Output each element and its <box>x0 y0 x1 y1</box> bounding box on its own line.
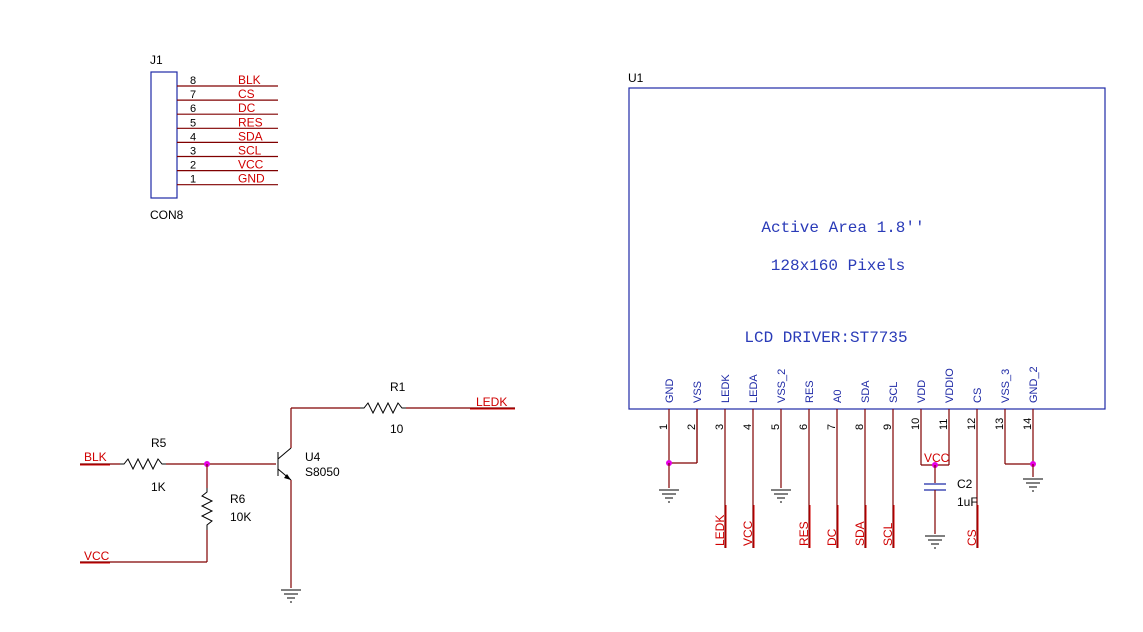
u1-pin-number: 8 <box>854 424 866 430</box>
j1-pin-net: SCL <box>238 144 262 158</box>
j1-pin-number: 2 <box>190 160 196 172</box>
u1-net-label: SDA <box>853 521 867 546</box>
u1-pins: GND1VSS2LEDK3LEDA4VSS_25RES6A07SDA8SCL9V… <box>658 366 1040 548</box>
r5-resistor <box>120 457 166 471</box>
j1-pin-number: 5 <box>190 117 196 129</box>
u1-pin-number: 12 <box>966 418 978 430</box>
u1-driver: LCD DRIVER:ST7735 <box>744 329 907 347</box>
u1-pin-name: LEDA <box>748 374 760 403</box>
u1-pixels: 128x160 Pixels <box>771 257 905 275</box>
u1-pin-number: 1 <box>658 424 670 430</box>
u1-body <box>628 87 1106 410</box>
r6-value: 10K <box>230 510 251 524</box>
r5-ref: R5 <box>151 436 167 450</box>
j1-pin-number: 6 <box>190 103 196 115</box>
u1-pin-name: VDD <box>916 380 928 403</box>
j1-ref: J1 <box>150 53 163 67</box>
r1-resistor <box>360 401 406 415</box>
j1-pin-net: SDA <box>238 129 263 143</box>
u1-pin-name: VSS <box>692 381 704 403</box>
j1-pin-number: 7 <box>190 89 196 101</box>
u4-value: S8050 <box>305 465 340 479</box>
j1-value: CON8 <box>150 208 184 222</box>
u1-active-area: Active Area 1.8'' <box>761 219 924 237</box>
u1-net-label: LEDK <box>713 515 727 546</box>
vcc-net-label: VCC <box>84 549 110 563</box>
ground-symbol <box>771 489 791 503</box>
u1-pin-number: 2 <box>686 424 698 430</box>
backlight-circuit: BLK R5 1K R6 10K VCC U4 S8050 R1 10 <box>80 380 515 603</box>
j1-pin-net: BLK <box>238 73 261 87</box>
u1-pin-number: 4 <box>742 424 754 430</box>
u1-pin-name: VSS_3 <box>1000 369 1012 403</box>
j1-pins: 8 BLK 7 CS 6 DC 5 RES 4 SDA 3 SCL 2 VCC 1 GND <box>177 73 278 186</box>
u1-net-label: SCL <box>881 522 895 546</box>
j1-pin-net: RES <box>238 115 263 129</box>
u1-pin-number: 11 <box>938 419 950 430</box>
ground-symbol <box>281 589 301 603</box>
j1-pin-net: CS <box>238 87 255 101</box>
u1-pin-name: GND <box>664 379 676 404</box>
u1-pin-number: 10 <box>910 418 922 430</box>
transistor-u4 <box>277 447 292 481</box>
u1-net-label: DC <box>825 528 839 546</box>
c2-value: 1uF <box>957 495 978 509</box>
u1-pin-name: A0 <box>832 390 844 403</box>
u1-pin-number: 14 <box>1022 418 1034 430</box>
u1-pin-name: GND_2 <box>1028 366 1040 403</box>
j1-pin-number: 1 <box>190 174 196 186</box>
u1-net-label: RES <box>797 521 811 546</box>
r1-value: 10 <box>390 422 404 436</box>
u1-pin-name: LEDK <box>720 374 732 403</box>
connector-j1: J1 CON8 8 BLK 7 CS 6 DC 5 RES 4 SDA 3 SCL 2 VCC 1 GND <box>150 53 278 222</box>
j1-pin-net: DC <box>238 101 256 115</box>
u1-pin-name: SDA <box>860 380 872 403</box>
u1-pin-name: VDDIO <box>944 368 956 403</box>
u1-net-label: CS <box>965 529 979 546</box>
lcd-u1: U1 Active Area 1.8'' 128x160 Pixels LCD … <box>628 71 1106 549</box>
r1-ref: R1 <box>390 380 406 394</box>
u1-pin-number: 3 <box>714 424 726 430</box>
j1-pin-number: 8 <box>190 75 196 87</box>
j1-pin-number: 4 <box>190 131 196 143</box>
u1-pin-name: RES <box>804 380 816 403</box>
u1-pin-number: 7 <box>826 424 838 430</box>
u1-pin-number: 13 <box>994 418 1006 430</box>
ground-symbol <box>925 535 945 549</box>
r6-resistor <box>200 488 214 530</box>
r5-value: 1K <box>151 480 166 494</box>
u4-ref: U4 <box>305 450 321 464</box>
vcc-net-label: VCC <box>924 451 950 465</box>
j1-pin-net: GND <box>238 172 265 186</box>
u1-pin-number: 9 <box>882 424 894 430</box>
j1-pin-number: 3 <box>190 146 196 158</box>
blk-net-label: BLK <box>84 450 107 464</box>
ledk-net-label: LEDK <box>476 395 507 409</box>
u1-pin-name: SCL <box>888 382 900 403</box>
u1-pin-number: 6 <box>798 424 810 430</box>
u1-net-label: VCC <box>741 520 755 546</box>
ground-symbol <box>1023 478 1043 492</box>
j1-pin-net: VCC <box>238 158 264 172</box>
j1-body <box>150 71 178 199</box>
ground-symbol <box>659 489 679 503</box>
u1-ref: U1 <box>628 71 644 85</box>
r6-ref: R6 <box>230 492 246 506</box>
u1-pin-number: 5 <box>770 424 782 430</box>
u1-pin-name: VSS_2 <box>776 369 788 403</box>
c2-ref: C2 <box>957 477 973 491</box>
u1-pin-name: CS <box>972 388 984 403</box>
